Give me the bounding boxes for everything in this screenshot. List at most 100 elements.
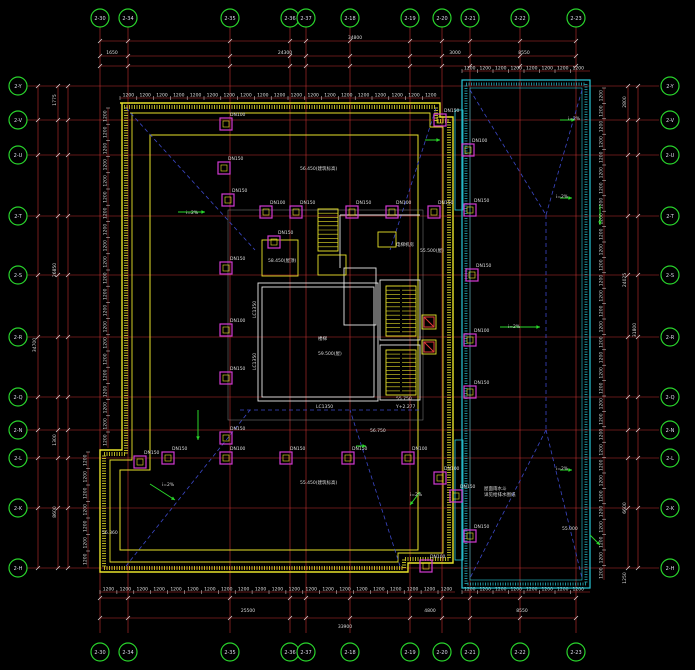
grid-bubble-label: 2-R xyxy=(666,335,675,341)
grid-bubble-label: 2-37 xyxy=(300,650,311,656)
grid-bubble-right: 2-Y xyxy=(660,76,680,96)
grid-bubble-left: 2-T xyxy=(8,206,28,226)
grid-bubble-bottom: 2-30 xyxy=(90,642,110,662)
dim-tick xyxy=(65,117,71,123)
grid-bubble-right: 2-H xyxy=(660,558,680,578)
roof-drain: DN150 xyxy=(289,200,316,219)
grid-bubble-left: 2-Q xyxy=(8,387,28,407)
dim-tick xyxy=(55,272,61,278)
slope-arrow xyxy=(560,468,572,472)
dim-tick xyxy=(347,63,353,69)
unit-dim-label: 1200 xyxy=(599,429,605,441)
unit-dim-label: 1200 xyxy=(599,321,605,333)
dim-tick xyxy=(517,53,523,59)
dim-tick xyxy=(303,595,309,601)
unit-dim-label: 1200 xyxy=(291,93,303,99)
dim-tick xyxy=(635,394,641,400)
dim-tick xyxy=(517,595,523,601)
grid-bubble-right: 2-L xyxy=(660,448,680,468)
drain-label: DN150 xyxy=(474,380,490,386)
grid-bubble-bottom: 2-20 xyxy=(432,642,452,662)
dim-tick xyxy=(625,455,631,461)
dim-tick xyxy=(227,615,233,621)
unit-dim-label: 1200 xyxy=(153,587,165,593)
unit-dim-label: 1200 xyxy=(480,587,492,593)
grid-bubble-label: 2-30 xyxy=(94,650,105,656)
unit-dim-label: 1200 xyxy=(599,213,605,225)
roof-drain: DN150 xyxy=(433,108,460,127)
unit-dim-label: 1200 xyxy=(103,256,109,268)
label-tag-y: Y+2.277 xyxy=(395,404,416,410)
drain-label: DN100 xyxy=(230,112,246,118)
label-note-right: 屋面雨水斗 xyxy=(484,485,507,492)
unit-dim-label: 1200 xyxy=(599,290,605,302)
dim-tick xyxy=(35,213,41,219)
unit-dim-label: 1200 xyxy=(542,66,554,72)
dim-tick xyxy=(65,455,71,461)
dim-tick xyxy=(227,63,233,69)
grid-bubble-right: 2-T xyxy=(660,206,680,226)
label-stair-core: 楼梯 xyxy=(318,335,327,342)
dim-tick xyxy=(407,63,413,69)
grid-bubble-label: 2-22 xyxy=(514,16,525,22)
grid-bubble-label: 2-T xyxy=(666,214,675,220)
dim-tick xyxy=(125,63,131,69)
drain-label: DN100 xyxy=(430,554,446,560)
dim-tick xyxy=(35,505,41,511)
grid-bubble-label: 2-20 xyxy=(436,16,447,22)
dim-tick xyxy=(407,38,413,44)
grid-bubble-label: 2-H xyxy=(666,566,675,572)
unit-dim-label: 1200 xyxy=(599,151,605,163)
unit-dim-label: 1200 xyxy=(103,110,109,122)
grid-bubble-bottom: 2-21 xyxy=(460,642,480,662)
unit-dim-label: 1200 xyxy=(103,143,109,155)
grid-bubble-left: 2-V xyxy=(8,110,28,130)
grid-bubble-bottom: 2-19 xyxy=(400,642,420,662)
roof-drain: DN100 xyxy=(463,328,490,347)
dim-tick xyxy=(65,505,71,511)
dim-tick xyxy=(227,595,233,601)
slope-arrow xyxy=(409,491,421,506)
label-beam-left-2: LC1350 xyxy=(252,353,258,370)
dim-tick xyxy=(467,595,473,601)
unit-dim-label: 1200 xyxy=(358,93,370,99)
unit-dim-label: 1200 xyxy=(375,93,387,99)
dim-tick xyxy=(439,595,445,601)
dim-tick xyxy=(407,595,413,601)
dim-tick xyxy=(635,565,641,571)
drain-label: DN150 xyxy=(352,446,368,452)
slope-arrow xyxy=(598,205,602,225)
dim-tick xyxy=(347,595,353,601)
dim-tick xyxy=(635,83,641,89)
dim-tick xyxy=(635,213,641,219)
unit-dim-label: 1200 xyxy=(356,587,368,593)
grid-bubble-label: 2-20 xyxy=(436,650,447,656)
label-slope-2: i=2% xyxy=(508,324,521,330)
dim-tick xyxy=(97,615,103,621)
unit-dim-label: 1200 xyxy=(103,240,109,252)
dim-tick xyxy=(287,38,293,44)
roof-drain: DN100 xyxy=(219,318,246,337)
dim-left-overall: 34700 xyxy=(32,338,38,352)
unit-dim-label: 1200 xyxy=(139,93,151,99)
slope-arrow xyxy=(560,196,572,200)
label-main-lower-level: 55.450(建筑标高) xyxy=(300,479,338,486)
unit-dim-label: 1200 xyxy=(599,136,605,148)
unit-dim-label: 1200 xyxy=(103,207,109,219)
slope-arrow xyxy=(149,483,176,501)
grid-bubble-left: 2-K xyxy=(8,498,28,518)
unit-dim-label: 1200 xyxy=(542,587,554,593)
slope-arrow xyxy=(356,444,366,448)
dim-tick xyxy=(573,38,579,44)
roof-drain: DN150 xyxy=(465,263,492,282)
grid-bubble-right: 2-K xyxy=(660,498,680,518)
unit-dim-label: 1200 xyxy=(599,444,605,456)
unit-dim-label: 1200 xyxy=(103,386,109,398)
drain-label: DN150 xyxy=(438,200,454,206)
grid-bubble-label: 2-U xyxy=(14,153,23,159)
grid-bubble-bottom: 2-23 xyxy=(566,642,586,662)
grid-bubble-bottom: 2-34 xyxy=(118,642,138,662)
grid-bubble-right: 2-U xyxy=(660,145,680,165)
dim-right-overall: 31800 xyxy=(632,323,638,337)
unit-dim-label: 1200 xyxy=(103,159,109,171)
